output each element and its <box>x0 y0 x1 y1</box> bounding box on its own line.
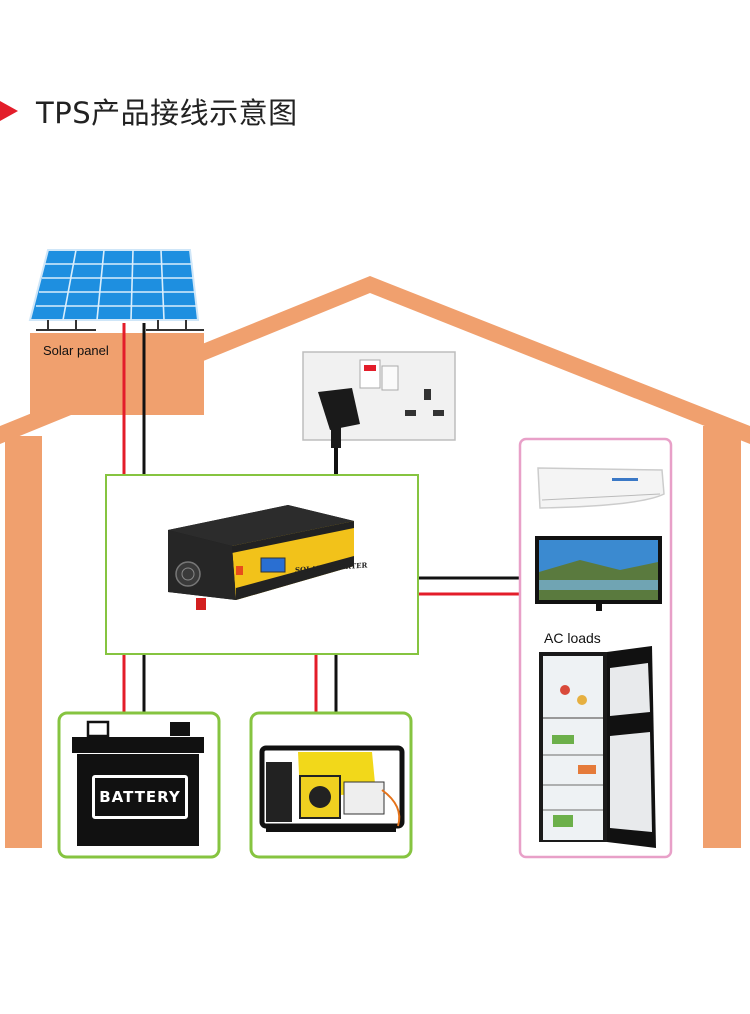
solar-panel-icon <box>28 249 204 331</box>
inverter-icon <box>168 505 354 610</box>
house-outline <box>0 276 750 848</box>
tv-icon <box>535 536 662 611</box>
page-header: TPS产品接线示意图 <box>0 88 750 132</box>
refrigerator-icon <box>539 646 656 848</box>
wires <box>122 323 520 718</box>
battery-icon <box>72 720 204 846</box>
battery-label: BATTERY <box>92 775 188 819</box>
solar-panel-label: Solar panel <box>43 343 109 358</box>
page-title: TPS产品接线示意图 <box>36 96 298 130</box>
wall-socket-icon <box>302 351 456 448</box>
header-arrow-icon <box>0 101 18 121</box>
ac-loads-label: AC loads <box>544 630 601 646</box>
air-conditioner-icon <box>537 467 665 509</box>
generator-icon <box>259 745 405 832</box>
